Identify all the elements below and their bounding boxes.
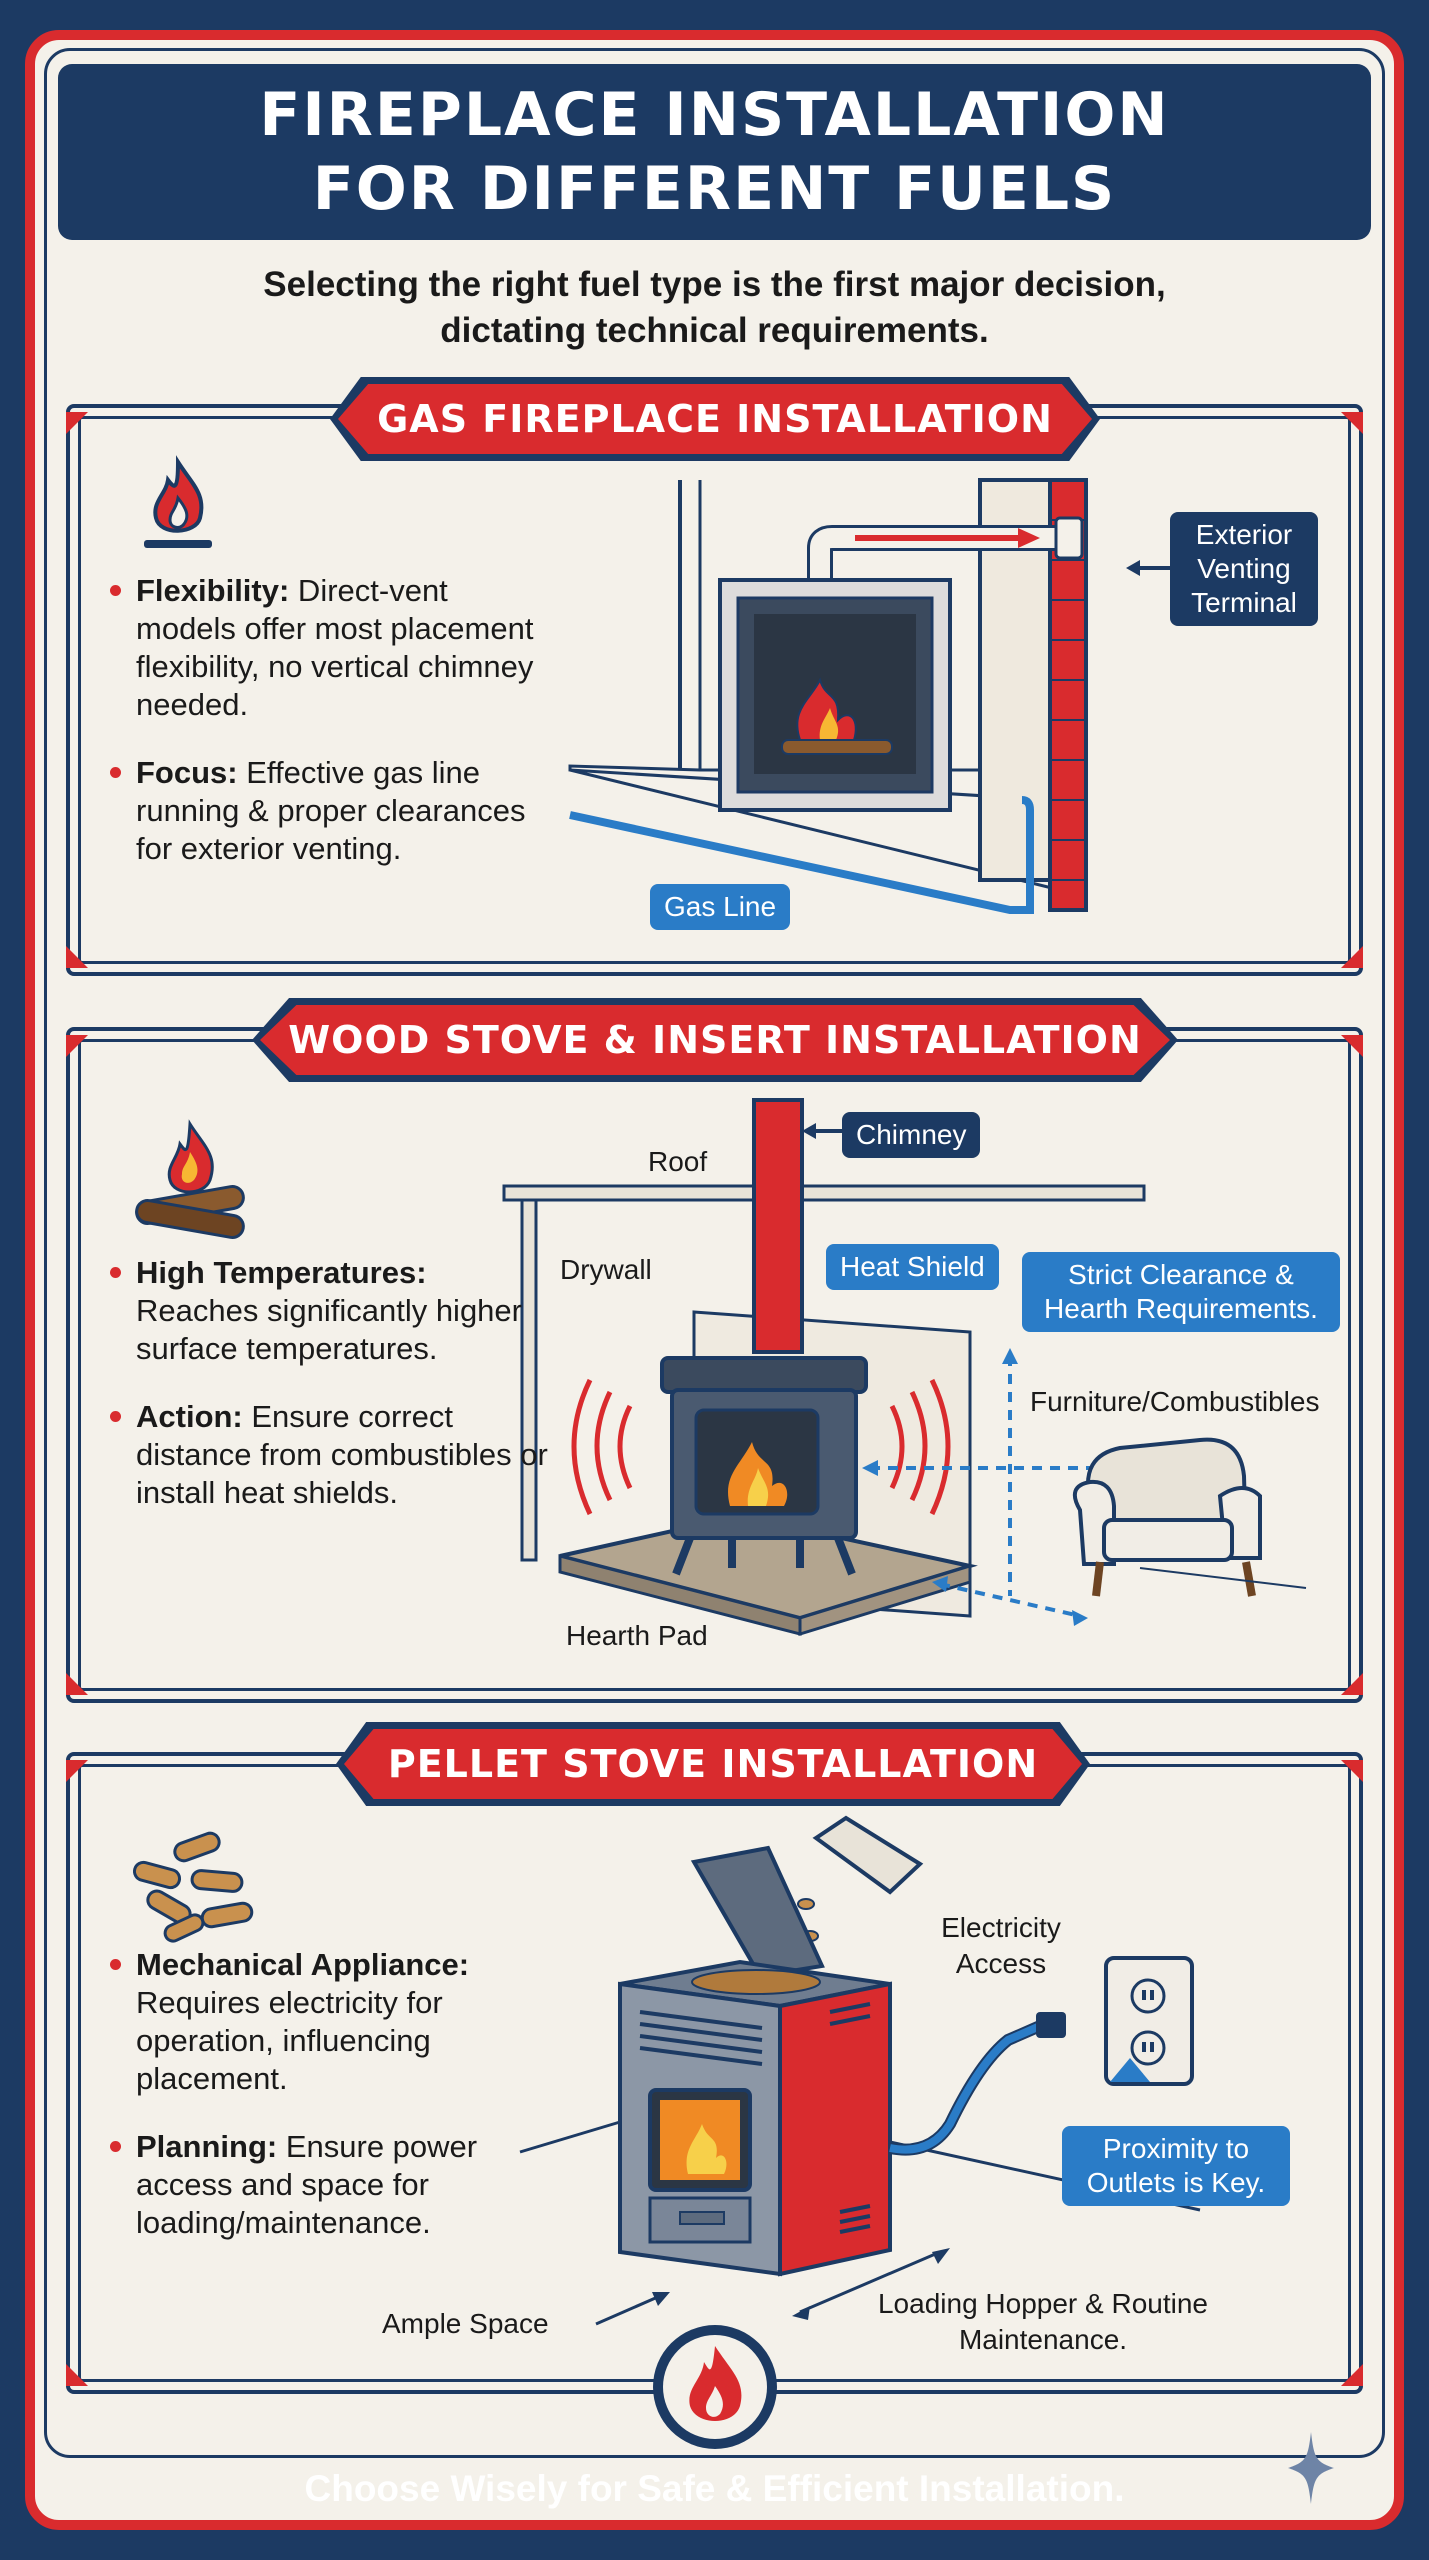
wood-bullet-action: Action: Ensure correct distance from com… [108,1398,548,1512]
wood-banner: WOOD STOVE & INSERT INSTALLATION [260,1005,1170,1075]
bullet-term: Action: [136,1399,243,1434]
furniture-combustibles-label: Furniture/Combustibles [1030,1386,1320,1417]
gas-flame-icon [144,455,212,548]
pellet-banner: PELLET STOVE INSTALLATION [344,1729,1082,1799]
loading-hopper-label: Loading Hopper & Routine Maintenance. [877,2288,1208,2355]
wood-bullets: High Temperatures: Reaches significantly… [108,1254,548,1542]
bullet-text: Effective gas line running & proper clea… [136,755,526,866]
ample-space-label: Ample Space [382,2308,549,2339]
bullet-term: High Temperatures: [136,1255,427,1290]
bullet-text: Reaches significantly higher surface tem… [136,1293,522,1366]
outlet-proximity-label: Proximity to Outlets is Key. [1062,2126,1290,2206]
page-title-line2: FOR DIFFERENT FUELS [312,154,1117,224]
wood-bullet-high-temperatures: High Temperatures: Reaches significantly… [108,1254,548,1368]
gas-banner: GAS FIREPLACE INSTALLATION [338,384,1092,454]
campfire-logs-icon [135,1119,245,1239]
roof-label: Roof [648,1146,708,1177]
bullet-text: Ensure correct distance from combustible… [136,1399,548,1510]
chimney-pointer-arrow [802,1123,846,1139]
gas-bullet-focus: Focus: Effective gas line running & prop… [108,754,548,868]
heat-shield-label: Heat Shield [826,1244,999,1290]
bullet-text: Direct-vent models offer most placement … [136,573,534,722]
bullet-term: Planning: [136,2129,278,2164]
pellet-bullets: Mechanical Appliance: Requires electrici… [108,1946,548,2272]
subtitle-line1: Selecting the right fuel type is the fir… [263,265,1166,304]
pellet-stove-illustration [519,1815,1201,2326]
gas-bullet-flexibility: Flexibility: Direct-vent models offer mo… [108,572,548,724]
title-banner: FIREPLACE INSTALLATION FOR DIFFERENT FUE… [58,64,1371,240]
flame-medallion-icon [653,2325,777,2449]
page-title-line1: FIREPLACE INSTALLATION [259,80,1170,150]
bullet-term: Mechanical Appliance: [136,1947,470,1982]
terminal-pointer-arrow [1126,560,1174,576]
pellet-bullet-mechanical: Mechanical Appliance: Requires electrici… [108,1946,548,2098]
exterior-venting-terminal-label: Exterior Venting Terminal [1170,512,1318,626]
gas-bullets: Flexibility: Direct-vent models offer mo… [108,572,548,898]
pellet-bullet-planning: Planning: Ensure power access and space … [108,2128,548,2242]
hearth-pad-label: Hearth Pad [566,1620,708,1651]
bullet-term: Flexibility: [136,573,290,608]
bullet-text: Ensure power access and space for loadin… [136,2129,478,2240]
footer-tagline: Choose Wisely for Safe & Efficient Insta… [304,2468,1125,2509]
sparkle-icon [1288,2432,1334,2504]
wood-stove-illustration [502,1098,1307,1637]
electricity-access-label: Electricity Access [941,1912,1061,1979]
clearance-requirements-label: Strict Clearance & Hearth Requirements. [1022,1252,1340,1332]
drywall-label: Drywall [560,1254,652,1285]
gas-line-label: Gas Line [650,884,791,930]
bullet-text: Requires electricity for operation, infl… [136,1985,443,2096]
chimney-label: Chimney [842,1112,981,1158]
gas-fireplace-illustration [568,478,1088,914]
bullet-term: Focus: [136,755,238,790]
page-subtitle: Selecting the right fuel type is the fir… [100,262,1329,354]
pellets-icon [132,1831,254,1943]
subtitle-line2: dictating technical requirements. [440,311,989,350]
